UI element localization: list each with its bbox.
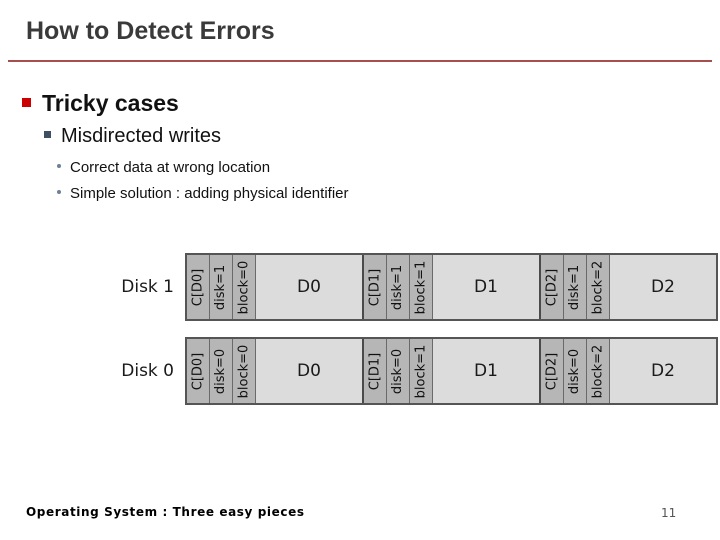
bullet-label: Simple solution : adding physical identi… bbox=[70, 185, 349, 202]
block-id-cell: block=2 bbox=[587, 339, 610, 403]
bullet-label: Correct data at wrong location bbox=[70, 159, 271, 176]
bullet-item-level3: Simple solution : adding physical identi… bbox=[0, 182, 720, 206]
disk-row-label: Disk 1 bbox=[121, 277, 174, 297]
checksum-cell: C[D1] bbox=[364, 339, 387, 403]
disk-track: C[D0] disk=0 block=0 D0 C[D1] disk=0 blo… bbox=[185, 337, 718, 405]
block-group: C[D1] disk=1 block=1 D1 bbox=[362, 255, 539, 319]
data-cell: D2 bbox=[610, 255, 716, 319]
checksum-label: C[D1] bbox=[367, 268, 383, 306]
page-number: 11 bbox=[661, 506, 677, 520]
disk-layout-diagram: Disk 1 C[D0] disk=1 block=0 D0 C[D1] dis… bbox=[0, 252, 720, 420]
block-id-cell: block=0 bbox=[233, 339, 256, 403]
disk-id-label: disk=1 bbox=[390, 264, 406, 310]
disk-id-label: disk=0 bbox=[390, 348, 406, 394]
disk-id-cell: disk=0 bbox=[210, 339, 233, 403]
disk-id-label: disk=1 bbox=[213, 264, 229, 310]
footer-label: Operating System : Three easy pieces bbox=[26, 505, 305, 519]
block-id-cell: block=1 bbox=[410, 339, 433, 403]
disk-id-label: disk=1 bbox=[567, 264, 583, 310]
title-divider bbox=[8, 60, 712, 62]
disk-row-label: Disk 0 bbox=[121, 361, 174, 381]
block-id-label: block=1 bbox=[413, 260, 429, 314]
checksum-label: C[D0] bbox=[190, 352, 206, 390]
checksum-cell: C[D2] bbox=[541, 255, 564, 319]
block-id-cell: block=0 bbox=[233, 255, 256, 319]
disk-row: Disk 0 C[D0] disk=0 block=0 D0 C[D1] dis… bbox=[0, 336, 720, 406]
checksum-label: C[D1] bbox=[367, 352, 383, 390]
block-group: C[D1] disk=0 block=1 D1 bbox=[362, 339, 539, 403]
disk-id-cell: disk=1 bbox=[210, 255, 233, 319]
square-bullet-slate-icon bbox=[44, 131, 51, 138]
block-id-cell: block=1 bbox=[410, 255, 433, 319]
checksum-label: C[D2] bbox=[544, 352, 560, 390]
block-group: C[D0] disk=1 block=0 D0 bbox=[187, 255, 362, 319]
disk-id-cell: disk=1 bbox=[387, 255, 410, 319]
data-cell: D0 bbox=[256, 339, 362, 403]
data-cell: D2 bbox=[610, 339, 716, 403]
data-cell: D1 bbox=[433, 339, 539, 403]
block-id-label: block=0 bbox=[236, 344, 252, 398]
page-title: How to Detect Errors bbox=[26, 17, 275, 45]
bullet-list: Tricky cases Misdirected writes Correct … bbox=[0, 88, 720, 208]
data-cell: D1 bbox=[433, 255, 539, 319]
checksum-label: C[D2] bbox=[544, 268, 560, 306]
block-id-label: block=2 bbox=[590, 344, 606, 398]
disk-track: C[D0] disk=1 block=0 D0 C[D1] disk=1 blo… bbox=[185, 253, 718, 321]
checksum-cell: C[D2] bbox=[541, 339, 564, 403]
dot-bullet-icon bbox=[57, 190, 61, 194]
checksum-cell: C[D0] bbox=[187, 255, 210, 319]
checksum-cell: C[D0] bbox=[187, 339, 210, 403]
checksum-label: C[D0] bbox=[190, 268, 206, 306]
disk-row: Disk 1 C[D0] disk=1 block=0 D0 C[D1] dis… bbox=[0, 252, 720, 322]
block-id-label: block=1 bbox=[413, 344, 429, 398]
disk-id-label: disk=0 bbox=[213, 348, 229, 394]
bullet-label: Misdirected writes bbox=[61, 125, 222, 147]
dot-bullet-icon bbox=[57, 164, 61, 168]
block-group: C[D2] disk=1 block=2 D2 bbox=[539, 255, 716, 319]
disk-id-label: disk=0 bbox=[567, 348, 583, 394]
block-group: C[D0] disk=0 block=0 D0 bbox=[187, 339, 362, 403]
data-cell: D0 bbox=[256, 255, 362, 319]
block-id-label: block=2 bbox=[590, 260, 606, 314]
disk-id-cell: disk=1 bbox=[564, 255, 587, 319]
disk-id-cell: disk=0 bbox=[564, 339, 587, 403]
checksum-cell: C[D1] bbox=[364, 255, 387, 319]
square-bullet-red-icon bbox=[22, 98, 31, 107]
block-group: C[D2] disk=0 block=2 D2 bbox=[539, 339, 716, 403]
bullet-item-level2: Misdirected writes bbox=[0, 123, 720, 150]
bullet-item-level1: Tricky cases bbox=[0, 88, 720, 118]
bullet-label: Tricky cases bbox=[42, 90, 179, 116]
block-id-label: block=0 bbox=[236, 260, 252, 314]
block-id-cell: block=2 bbox=[587, 255, 610, 319]
disk-id-cell: disk=0 bbox=[387, 339, 410, 403]
bullet-item-level3: Correct data at wrong location bbox=[0, 156, 720, 180]
